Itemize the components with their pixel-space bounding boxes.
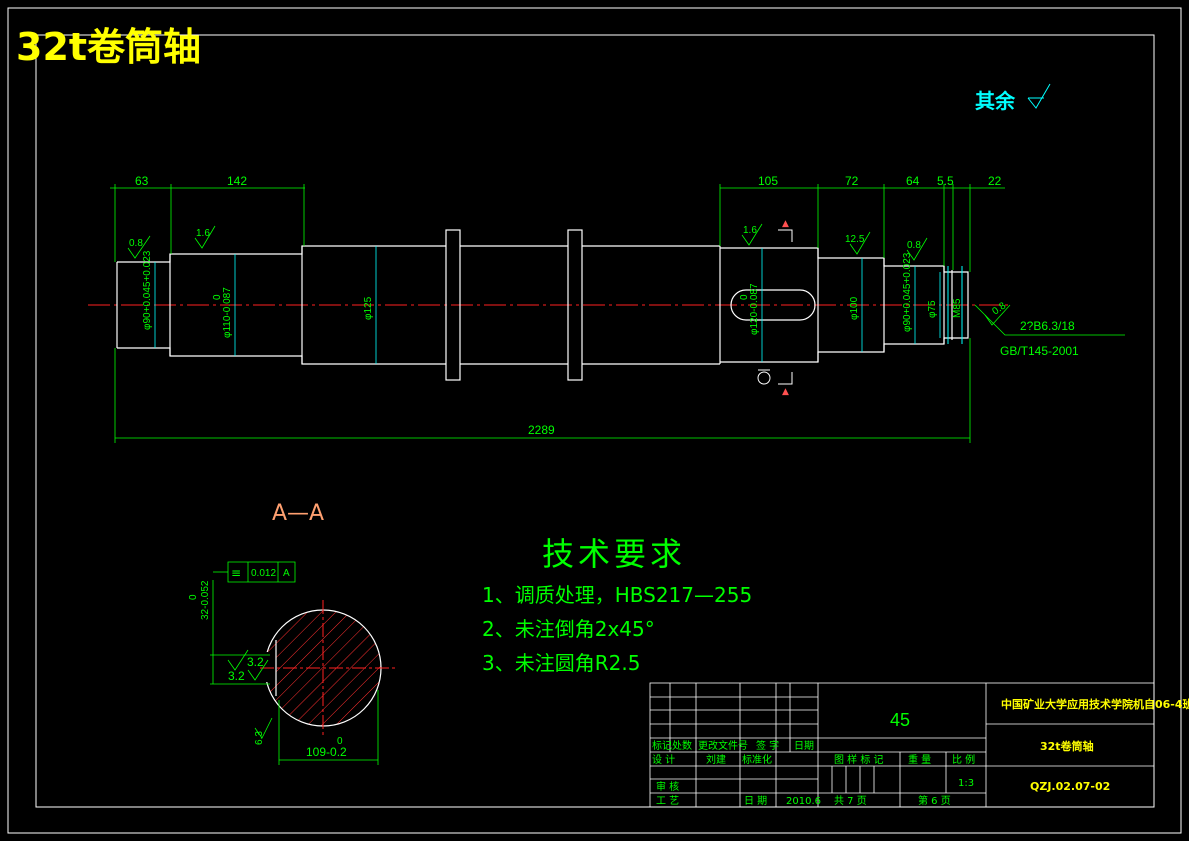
- key-width-tol: 0: [337, 736, 343, 747]
- dia-75: φ75: [927, 300, 938, 318]
- diameter-dimensions: [154, 246, 941, 364]
- key-depth-dim: 32-0.052: [200, 580, 211, 620]
- dia-120: φ120-0.087: [749, 283, 760, 335]
- tol-datum: A: [283, 568, 290, 579]
- tb-mark: 标记: [652, 740, 672, 752]
- tb-scale-val: 1:3: [958, 778, 974, 789]
- tb-date-val: 2010.6: [786, 796, 821, 807]
- section-mark-top: [778, 229, 793, 242]
- tb-scale: 比 例: [952, 753, 975, 766]
- key-depth-tol: 0: [188, 594, 199, 600]
- section-dimensions: [210, 561, 379, 765]
- section-mark-bottom: [778, 372, 793, 385]
- tb-school: 中国矿业大学应用技术学院机自06-4班: [1001, 697, 1189, 711]
- tb-standard: 标准化: [742, 753, 772, 766]
- rest-roughness-symbol: [1027, 83, 1051, 109]
- dim-72: 72: [845, 174, 859, 188]
- dim-142: 142: [227, 174, 247, 188]
- dia-120-tol: 0: [739, 294, 750, 300]
- tb-page: 第 6 页: [918, 794, 951, 807]
- dia-125: φ125: [363, 296, 374, 320]
- dim-22: 22: [988, 174, 1002, 188]
- roughness-r7: 3.2: [228, 669, 245, 683]
- outer-frame: [7, 7, 1182, 834]
- key-width-dim: 109-0.2: [306, 745, 347, 759]
- dim-64: 64: [906, 174, 920, 188]
- tb-total-pages: 共 7 页: [834, 795, 867, 807]
- dim-63: 63: [135, 174, 149, 188]
- roughness-r3: 1.6: [743, 225, 757, 236]
- title-block: [649, 682, 1155, 808]
- tb-designer: 刘建: [706, 753, 726, 766]
- dia-110: φ110-0.087: [222, 287, 233, 338]
- tech-item-3: 3、未注圆角R2.5: [482, 651, 640, 675]
- tb-weight: 重 量: [908, 753, 931, 766]
- dim-5-5: 5.5: [937, 174, 954, 188]
- dim-105: 105: [758, 174, 778, 188]
- tb-count: 处数: [672, 739, 692, 752]
- inner-frame: [35, 34, 1155, 808]
- roughness-r1: 0.8: [129, 238, 143, 249]
- section-view: [260, 600, 395, 736]
- section-label: A—A: [272, 501, 324, 526]
- section-arrow-bottom: ▲: [782, 387, 789, 397]
- dia-right-90: φ90+0.045+0.023: [902, 252, 913, 332]
- tb-review: 审 核: [656, 780, 679, 793]
- tb-date2: 日 期: [744, 795, 767, 807]
- dia-110-tol: 0: [212, 294, 223, 300]
- tech-item-2: 2、未注倒角2x45°: [482, 617, 655, 641]
- drawing-title: 32t卷筒轴: [16, 25, 201, 69]
- tb-material: 45: [890, 710, 910, 730]
- spline-spec-1: 2?B6.3/18: [1020, 319, 1075, 333]
- tb-date: 日期: [794, 740, 814, 752]
- tb-stage-mark: 图 样 标 记: [834, 753, 884, 766]
- tb-process: 工 艺: [656, 795, 679, 807]
- rest-roughness-label: 其余: [975, 89, 1016, 113]
- dia-left-90: φ90+0.045+0.023: [142, 250, 153, 330]
- tol-value: 0.012: [251, 568, 276, 579]
- tech-heading: 技术要求: [542, 535, 686, 573]
- roughness-r6: 3.2: [247, 655, 264, 669]
- tech-item-1: 1、调质处理，HBS217—255: [482, 583, 752, 607]
- tol-symbol: ≡: [231, 566, 241, 580]
- roughness-r4: 12.5: [845, 234, 865, 245]
- tb-change-doc: 更改文件号: [698, 739, 748, 752]
- roughness-r9: 0.8: [990, 300, 1008, 317]
- section-arrow-top: ▲: [782, 219, 789, 229]
- shaft-outline: [116, 229, 969, 381]
- top-dimensions: [110, 184, 1005, 443]
- roughness-symbols: [127, 223, 1011, 326]
- roughness-r2: 1.6: [196, 228, 210, 239]
- thread-m85: M85: [952, 298, 963, 318]
- tb-sign: 签 字: [756, 739, 779, 752]
- dim-total: 2289: [528, 423, 555, 437]
- roughness-r5: 0.8: [907, 240, 921, 251]
- dia-100: φ100: [849, 296, 860, 320]
- tb-part-name: 32t卷筒轴: [1040, 739, 1094, 753]
- tb-drawing-no: QZJ.02.07-02: [1030, 780, 1110, 793]
- datum-circle: [757, 371, 771, 385]
- tb-design: 设 计: [652, 753, 675, 766]
- spline-spec-2: GB/T145-2001: [1000, 344, 1079, 358]
- roughness-r8: 6.3: [254, 731, 265, 745]
